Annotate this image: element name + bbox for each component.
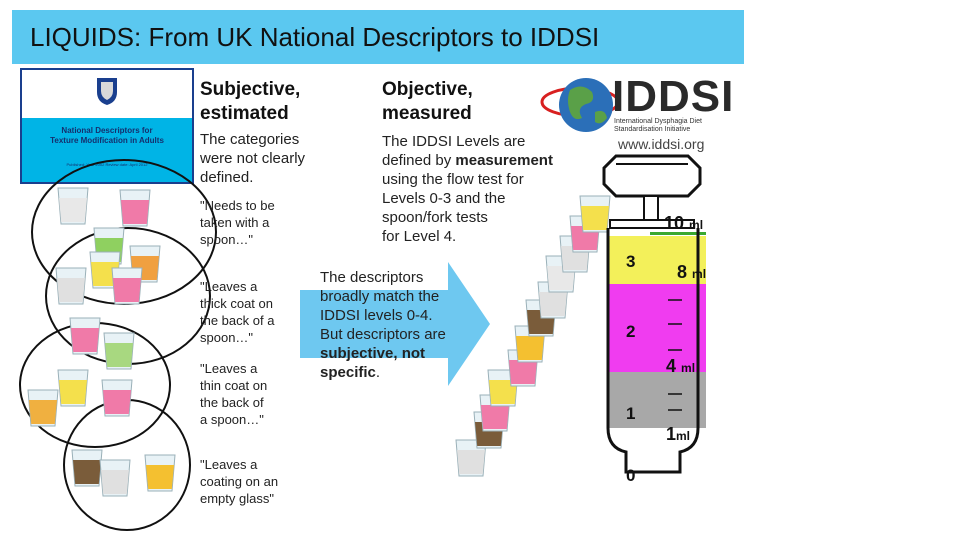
- level-3-label: 3: [626, 252, 636, 271]
- title-bar: [12, 10, 744, 64]
- crest-icon: [97, 78, 117, 105]
- iddsi-levels-text: The IDDSI Levels are defined by measurem…: [382, 133, 553, 245]
- descriptors-text: The descriptors broadly match the IDDSI …: [320, 269, 446, 381]
- subjective-heading: Subjective,estimated: [200, 79, 301, 124]
- page-title: LIQUIDS: From UK National Descriptors to…: [30, 22, 600, 52]
- iddsi-wordmark: IDDSI: [612, 72, 735, 121]
- ml-mark-4: 4 ml: [666, 356, 696, 376]
- globe-icon: [540, 78, 620, 132]
- ml-mark-8: 8 ml: [677, 262, 707, 282]
- ml-mark-1: 1ml: [666, 424, 691, 444]
- categories-text: The categories were not clearly defined.: [200, 131, 306, 186]
- level-1-label: 1: [626, 404, 636, 423]
- level-0-label: 0: [626, 466, 636, 485]
- level-2-label: 2: [626, 322, 636, 341]
- syringe-diagram: [602, 154, 706, 474]
- cover-footer: Published: Year 2002 Review date: April …: [66, 162, 148, 167]
- arrow-shape: [300, 262, 490, 386]
- ml-mark-10: 10 ml: [664, 213, 704, 233]
- iddsi-url[interactable]: www.iddsi.org: [618, 136, 705, 152]
- objective-heading: Objective,measured: [382, 79, 473, 124]
